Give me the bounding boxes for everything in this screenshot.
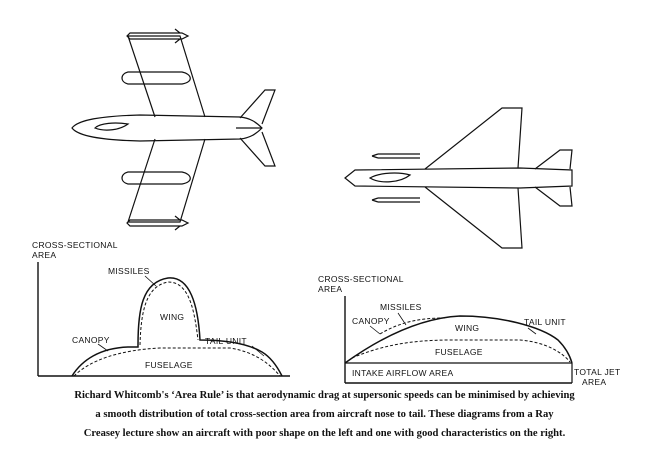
left-upper-missile bbox=[126, 28, 190, 44]
caption: Richard Whitcomb's ‘Area Rule’ is that a… bbox=[8, 386, 641, 443]
left-upper-tailplane bbox=[239, 89, 276, 125]
left-fuselage-label: FUSELAGE bbox=[145, 360, 193, 370]
right-missiles-label: MISSILES bbox=[380, 302, 422, 312]
left-canopy bbox=[93, 122, 130, 131]
right-fuselage-label: FUSELAGE bbox=[435, 347, 483, 357]
left-aircraft-planform bbox=[71, 28, 276, 231]
left-missiles-leader bbox=[144, 275, 157, 287]
left-axis-label-line2: AREA bbox=[32, 250, 56, 260]
left-fuselage-outline bbox=[71, 114, 263, 142]
right-missiles-leader bbox=[397, 312, 407, 326]
right-total-area-curve bbox=[344, 315, 573, 364]
right-lower-wing bbox=[424, 186, 523, 249]
right-lower-tail bbox=[534, 186, 573, 207]
right-tail-unit-label: TAIL UNIT bbox=[524, 317, 566, 327]
left-lower-tailplane bbox=[239, 131, 276, 167]
left-lower-nacelle bbox=[121, 171, 191, 185]
caption-line-2: a smooth distribution of total cross-sec… bbox=[95, 409, 554, 420]
right-fuselage-outline bbox=[344, 167, 573, 189]
left-tail-leader bbox=[251, 345, 265, 357]
right-missiles-curve bbox=[379, 317, 446, 335]
right-total-jet-label-line2: AREA bbox=[582, 377, 606, 387]
left-lower-missile bbox=[126, 215, 190, 231]
right-aircraft-planform bbox=[344, 107, 573, 249]
left-missiles-label: MISSILES bbox=[108, 266, 150, 276]
right-tail-leader bbox=[527, 327, 537, 335]
right-axis-label-line1: CROSS-SECTIONAL bbox=[318, 274, 404, 284]
right-wing-label: WING bbox=[455, 323, 479, 333]
right-area-graph: CROSS-SECTIONAL AREA MISSILES WING CANOP… bbox=[318, 274, 620, 387]
left-upper-nacelle bbox=[121, 71, 191, 85]
left-canopy-leader bbox=[97, 343, 109, 352]
left-fuselage-curve bbox=[73, 347, 281, 377]
right-intake-airflow-label: INTAKE AIRFLOW AREA bbox=[352, 368, 453, 378]
right-canopy bbox=[368, 172, 412, 183]
right-canopy-label: CANOPY bbox=[352, 316, 390, 326]
right-fuselage-curve bbox=[351, 339, 571, 363]
left-canopy-label: CANOPY bbox=[72, 335, 110, 345]
caption-line-3: Creasey lecture show an aircraft with po… bbox=[83, 428, 566, 439]
right-upper-tail bbox=[534, 149, 573, 170]
left-upper-wing bbox=[127, 35, 206, 118]
right-canopy-leader bbox=[369, 325, 381, 335]
left-area-graph: CROSS-SECTIONAL AREA MISSILES WING CANOP… bbox=[32, 240, 290, 377]
right-upper-missile bbox=[371, 153, 420, 159]
left-tail-unit-label: TAIL UNIT bbox=[205, 336, 247, 346]
left-total-area-curve bbox=[71, 277, 283, 377]
right-lower-missile bbox=[371, 197, 420, 203]
left-lower-wing bbox=[127, 138, 206, 223]
right-axis-label-line2: AREA bbox=[318, 284, 342, 294]
left-wing-label: WING bbox=[160, 312, 184, 322]
right-total-jet-label-line1: TOTAL JET bbox=[574, 367, 620, 377]
right-upper-wing bbox=[424, 107, 523, 170]
left-axis-label-line1: CROSS-SECTIONAL bbox=[32, 240, 118, 250]
caption-line-1: Richard Whitcomb's ‘Area Rule’ is that a… bbox=[74, 390, 575, 401]
